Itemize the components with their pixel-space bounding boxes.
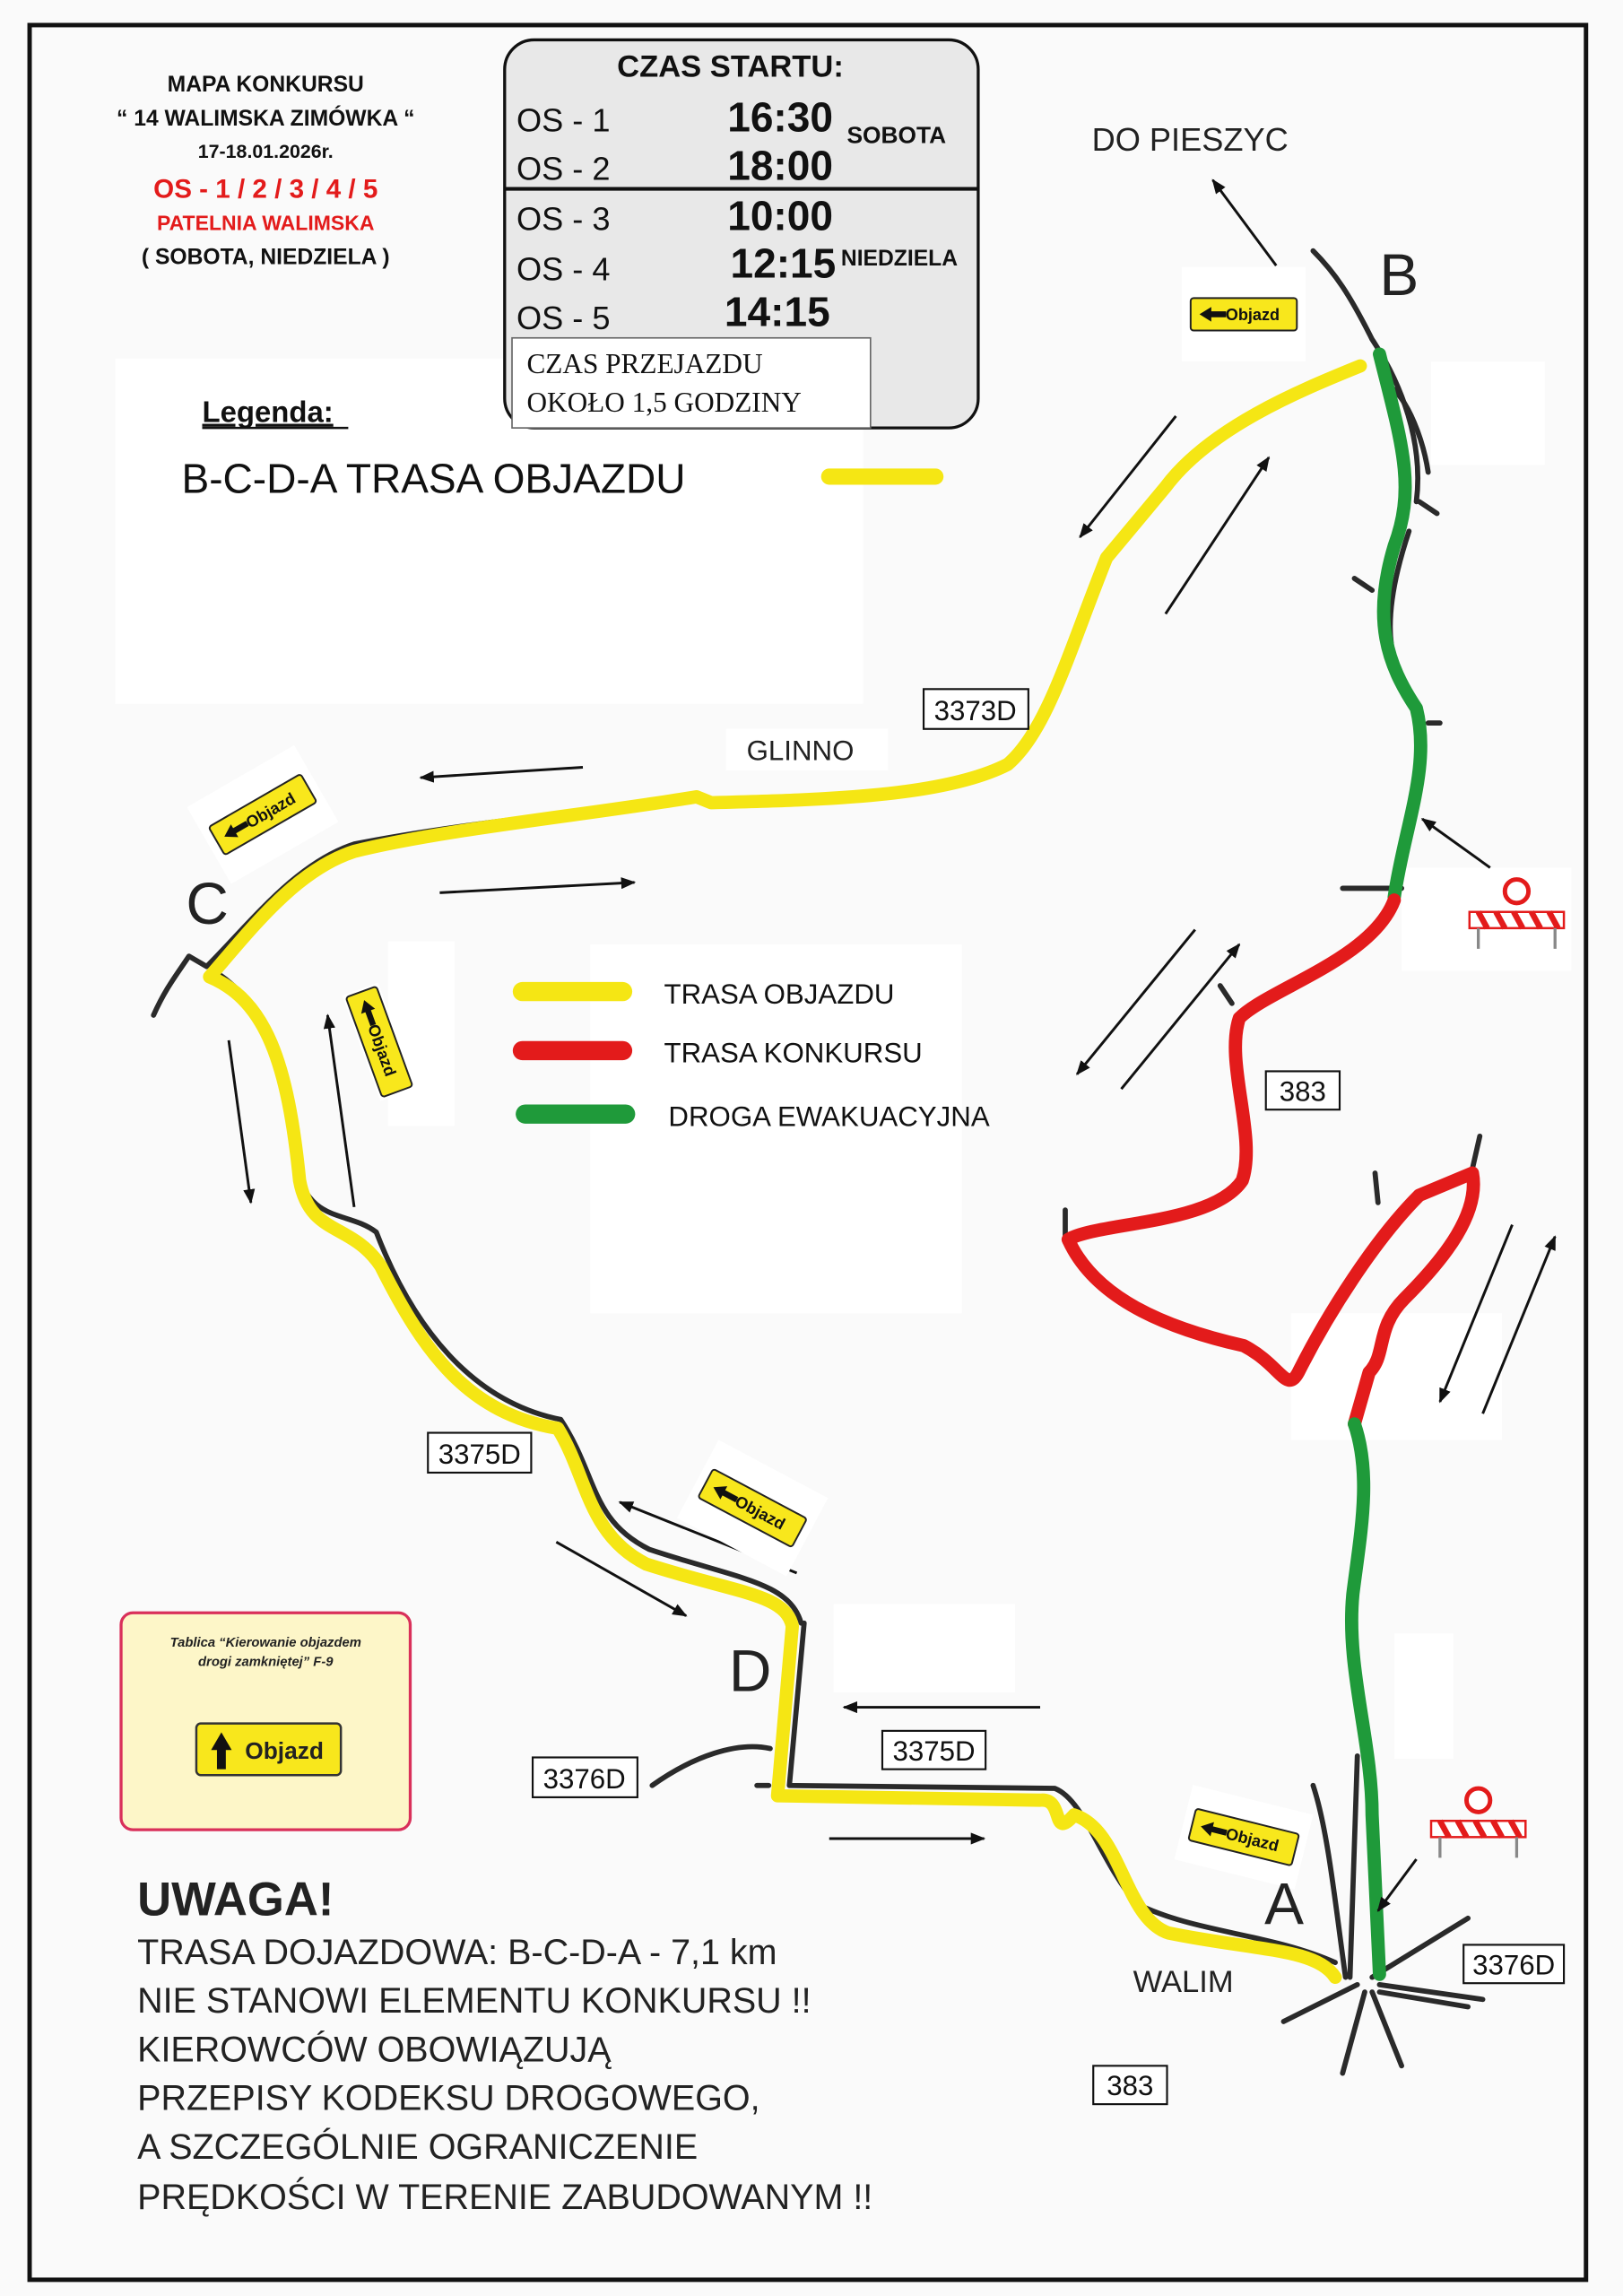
svg-text:383: 383	[1107, 2070, 1153, 2101]
road-label: 383	[1092, 2065, 1168, 2106]
notice-line: NIE STANOWI ELEMENTU KONKURSU !!	[137, 1981, 811, 2021]
point-a: A	[1264, 1870, 1304, 1936]
schedule-time: 16:30	[727, 93, 833, 140]
place-glinno: GLINNO	[747, 735, 855, 766]
legend-title: Legenda:	[203, 396, 334, 429]
legend-competition-label: TRASA KONKURSU	[664, 1038, 922, 1069]
map-title: MAPA KONKURSU	[168, 73, 364, 97]
travel-time-line1: CZAS PRZEJAZDU	[526, 348, 762, 379]
svg-text:3373D: 3373D	[934, 695, 1017, 726]
point-b: B	[1379, 241, 1419, 308]
notice-heading: UWAGA!	[137, 1874, 334, 1926]
notice-line: KIEROWCÓW OBOWIĄZUJĄ	[137, 2030, 612, 2069]
road-label: 3376D	[531, 1756, 638, 1798]
point-d: D	[729, 1637, 772, 1703]
schedule-time: 10:00	[727, 193, 833, 239]
travel-time-line2: OKOŁO 1,5 GODZINY	[526, 387, 801, 418]
notice-line: TRASA DOJAZDOWA: B-C-D-A - 7,1 km	[137, 1933, 777, 1972]
stages: OS - 1 / 2 / 3 / 4 / 5	[153, 174, 378, 204]
schedule-stage: OS - 5	[516, 300, 611, 336]
traffic-direction-arrows	[227, 178, 1557, 1912]
svg-text:3375D: 3375D	[438, 1439, 521, 1470]
detour-sign: Objazd	[341, 981, 418, 1102]
notice: UWAGA! TRASA DOJAZDOWA: B-C-D-A - 7,1 km…	[137, 1874, 872, 2217]
schedule-stage: OS - 3	[516, 201, 611, 238]
route-legend: TRASA OBJAZDU TRASA KONKURSU DROGA EWAKU…	[512, 978, 990, 1132]
schedule-time: 12:15	[731, 239, 837, 286]
place-walim: WALIM	[1133, 1965, 1234, 1999]
sign-info-box: Tablica “Kierowanie objazdem drogi zamkn…	[119, 1611, 412, 1831]
road-label: 3376D	[1462, 1944, 1566, 1985]
schedule-stage: OS - 1	[516, 101, 611, 138]
detour-sign: Objazd	[677, 1439, 829, 1577]
schedule-time: 14:15	[725, 289, 830, 335]
arrow-up-icon	[211, 1732, 232, 1770]
evacuation-route-south	[1344, 1417, 1386, 1981]
sign-caption-line2: drogi zamkniętej” F-9	[198, 1655, 334, 1669]
road-label: 3373D	[922, 688, 1029, 730]
notice-line: A SZCZEGÓLNIE OGRANICZENIE	[137, 2127, 698, 2167]
detour-sign: Objazd	[187, 744, 339, 884]
legend-detour-label: TRASA OBJAZDU	[664, 978, 894, 1010]
map-header: MAPA KONKURSU “ 14 WALIMSKA ZIMÓWKA “ 17…	[117, 73, 414, 269]
notice-line: PRZEPISY KODEKSU DROGOWEGO,	[137, 2079, 759, 2118]
schedule-heading: CZAS STARTU:	[617, 50, 844, 84]
days: ( SOBOTA, NIEDZIELA )	[142, 245, 390, 269]
day-saturday: SOBOTA	[846, 122, 946, 149]
svg-text:3376D: 3376D	[543, 1763, 626, 1795]
event-dates: 17-18.01.2026r.	[198, 141, 334, 162]
day-sunday: NIEDZIELA	[841, 247, 958, 271]
start-schedule: CZAS STARTU: OS - 1 16:30 OS - 2 18:00 S…	[503, 38, 980, 430]
direction-label: DO PIESZYC	[1092, 121, 1289, 158]
svg-text:3375D: 3375D	[893, 1735, 976, 1767]
schedule-time: 18:00	[727, 143, 833, 189]
venue: PATELNIA WALIMSKA	[157, 212, 375, 235]
detour-sign: Objazd	[1174, 1785, 1314, 1890]
legend: Legenda: B-C-D-A TRASA OBJAZDU	[181, 396, 944, 502]
point-c: C	[186, 870, 229, 936]
legend-detour-route: B-C-D-A TRASA OBJAZDU	[181, 456, 685, 502]
road-label: 383	[1264, 1070, 1341, 1111]
road-label: 3375D	[427, 1431, 533, 1474]
svg-text:Objazd: Objazd	[1226, 306, 1280, 324]
competition-route	[1061, 893, 1480, 1431]
schedule-stage: OS - 4	[516, 251, 611, 288]
legend-evacuation-label: DROGA EWAKUACYJNA	[668, 1100, 989, 1132]
event-name: “ 14 WALIMSKA ZIMÓWKA “	[117, 106, 414, 131]
sign-caption-line1: Tablica “Kierowanie objazdem	[170, 1636, 361, 1650]
notice-line: PRĘDKOŚCI W TERENIE ZABUDOWANYM !!	[137, 2177, 872, 2217]
evacuation-route-north	[1373, 347, 1428, 904]
sign-label: Objazd	[245, 1737, 324, 1764]
road-label: 3375D	[881, 1729, 987, 1770]
svg-text:3376D: 3376D	[1472, 1949, 1555, 1980]
svg-text:383: 383	[1280, 1075, 1326, 1107]
detour-route	[203, 359, 1367, 1985]
schedule-stage: OS - 2	[516, 151, 611, 187]
detour-sign: Objazd	[1181, 266, 1306, 362]
